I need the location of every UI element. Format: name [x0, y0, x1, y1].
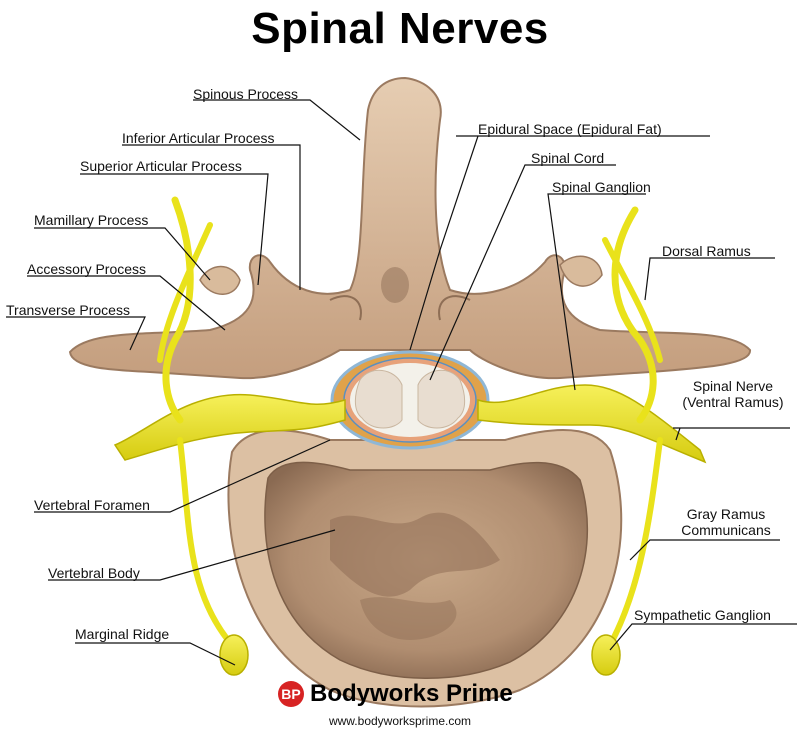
label-superior-articular-process: Superior Articular Process — [80, 158, 242, 174]
brand-name: Bodyworks Prime — [310, 680, 513, 707]
spinal-canal — [330, 350, 490, 450]
label-mamillary-process: Mamillary Process — [34, 212, 149, 228]
right-sympathetic-ganglion — [591, 634, 621, 676]
label-spinal-nerve-line2: (Ventral Ramus) — [682, 394, 784, 410]
vertebral-arch — [68, 76, 751, 380]
label-marginal-ridge: Marginal Ridge — [75, 626, 170, 642]
label-spinous-process: Spinous Process — [193, 86, 299, 102]
brand-url: www.bodyworksprime.com — [328, 714, 472, 728]
label-dorsal-ramus: Dorsal Ramus — [662, 243, 751, 259]
label-gray-ramus-line2: Communicans — [681, 522, 771, 538]
label-epidural-space: Epidural Space (Epidural Fat) — [478, 121, 662, 137]
label-spinal-ganglion: Spinal Ganglion — [552, 179, 651, 195]
label-gray-ramus-line1: Gray Ramus — [686, 506, 766, 522]
label-transverse-process: Transverse Process — [6, 302, 130, 318]
vertebral-body — [227, 429, 623, 708]
label-spinal-nerve: Spinal Nerve (Ventral Ramus) — [676, 378, 790, 410]
label-spinal-nerve-line1: Spinal Nerve — [692, 378, 774, 394]
page-title: Spinal Nerves — [251, 4, 549, 53]
label-vertebral-foramen: Vertebral Foramen — [34, 497, 150, 513]
label-sympathetic-ganglion: Sympathetic Ganglion — [634, 607, 771, 623]
label-inferior-articular-process: Inferior Articular Process — [122, 130, 275, 146]
label-spinal-cord: Spinal Cord — [531, 150, 605, 166]
brand-logo-group: BP Bodyworks Prime — [278, 680, 513, 708]
leader-lines — [6, 99, 797, 666]
label-gray-ramus-communicans: Gray Ramus Communicans — [664, 506, 788, 538]
left-sympathetic-ganglion — [219, 634, 249, 676]
label-vertebral-body: Vertebral Body — [48, 565, 140, 581]
brand-logo: BP — [278, 681, 304, 707]
spinal-nerves — [113, 196, 707, 676]
label-accessory-process: Accessory Process — [27, 261, 147, 277]
